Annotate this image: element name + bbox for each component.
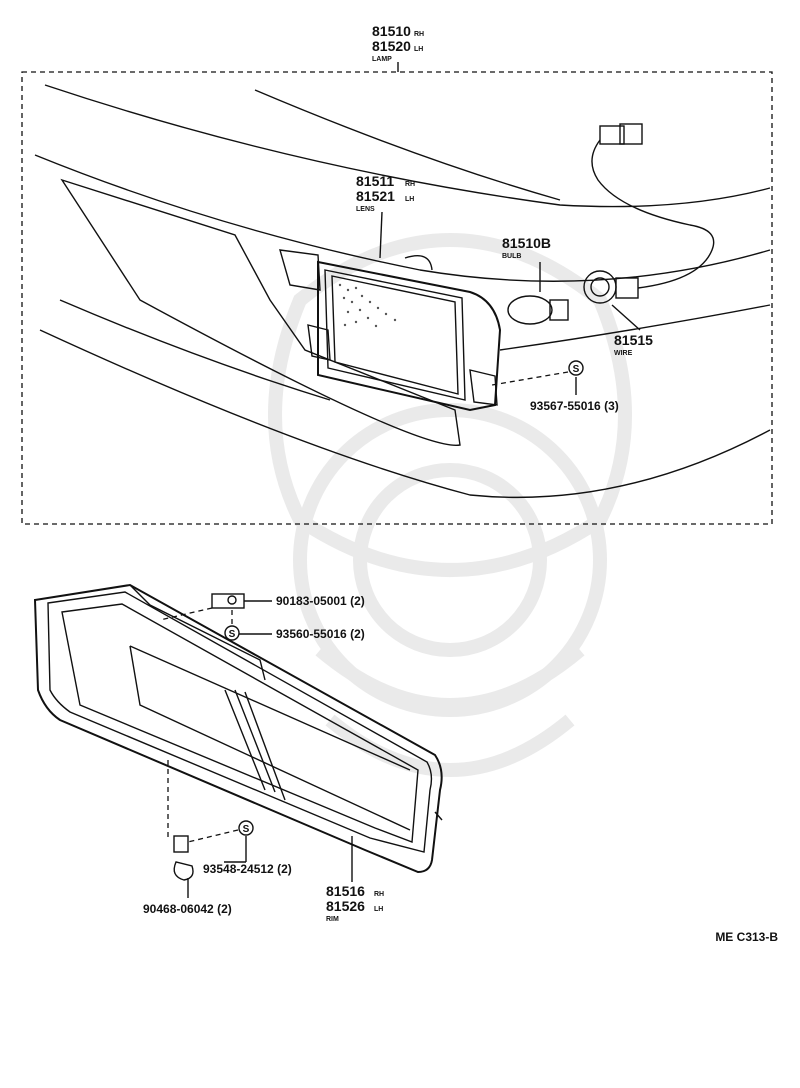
lamp-assembly-boundary	[21, 71, 773, 525]
screw-symbol-2: S	[229, 629, 236, 640]
lamp-part-rh: 81510	[372, 23, 411, 39]
rim-clip	[167, 760, 194, 898]
rim-part-rh: 81516	[326, 883, 365, 899]
wire-part: 81515	[614, 332, 653, 348]
lamp-screw: S	[491, 360, 584, 386]
lens-part-rh: 81511	[356, 173, 394, 189]
bulb	[507, 295, 569, 325]
lens-suffix-lh: LH	[405, 196, 414, 203]
rim-suffix-lh: LH	[374, 906, 383, 913]
rim-screw-bottom: S	[187, 820, 254, 863]
bulb-name: BULB	[502, 253, 521, 260]
label-screw-rim-bottom: 93548-24512 (2)	[203, 862, 292, 876]
lens-part-lh: 81521	[356, 188, 395, 204]
lamp-housing	[279, 249, 502, 412]
vehicle-body-outline	[34, 84, 771, 499]
screw-symbol-3: S	[243, 824, 250, 835]
rim-part-lh: 81526	[326, 898, 365, 914]
lamp-part-lh: 81520	[372, 38, 411, 54]
rim-frame	[33, 583, 443, 874]
lamp-suffix-rh: RH	[414, 31, 424, 38]
rim-group: S S	[33, 583, 443, 898]
wire-name: WIRE	[614, 350, 633, 357]
label-lens: 81511 RH 81521 LH LENS	[356, 173, 415, 213]
rim-name: RIM	[326, 916, 339, 923]
lamp-assembly-group: S	[21, 62, 773, 525]
label-nut: 90183-05001 (2)	[276, 594, 365, 608]
socket-wire	[583, 123, 715, 304]
label-clip: 90468-06042 (2)	[143, 902, 232, 916]
label-rim: 81516 RH 81526 LH RIM	[326, 883, 384, 923]
screw-symbol: S	[573, 364, 580, 375]
label-screw-lamp: 93567-55016 (3)	[530, 399, 619, 413]
rim-nut	[159, 593, 272, 625]
lens-stipple	[338, 283, 397, 328]
watermark-emblem	[268, 233, 632, 777]
rim-screw-top: S	[224, 625, 272, 641]
lamp-suffix-lh: LH	[414, 46, 423, 53]
label-lamp: 81510 RH 81520 LH LAMP	[372, 23, 424, 63]
lens-name: LENS	[356, 206, 375, 213]
label-screw-rim-top: 93560-55016 (2)	[276, 627, 365, 641]
diagram-code: ME C313-B	[715, 930, 778, 944]
label-wire: 81515 WIRE	[614, 332, 653, 357]
lens-suffix-rh: RH	[405, 181, 415, 188]
rim-suffix-rh: RH	[374, 891, 384, 898]
label-bulb: 81510B BULB	[502, 235, 551, 260]
bulb-part: 81510B	[502, 235, 551, 251]
lamp-name: LAMP	[372, 56, 392, 63]
